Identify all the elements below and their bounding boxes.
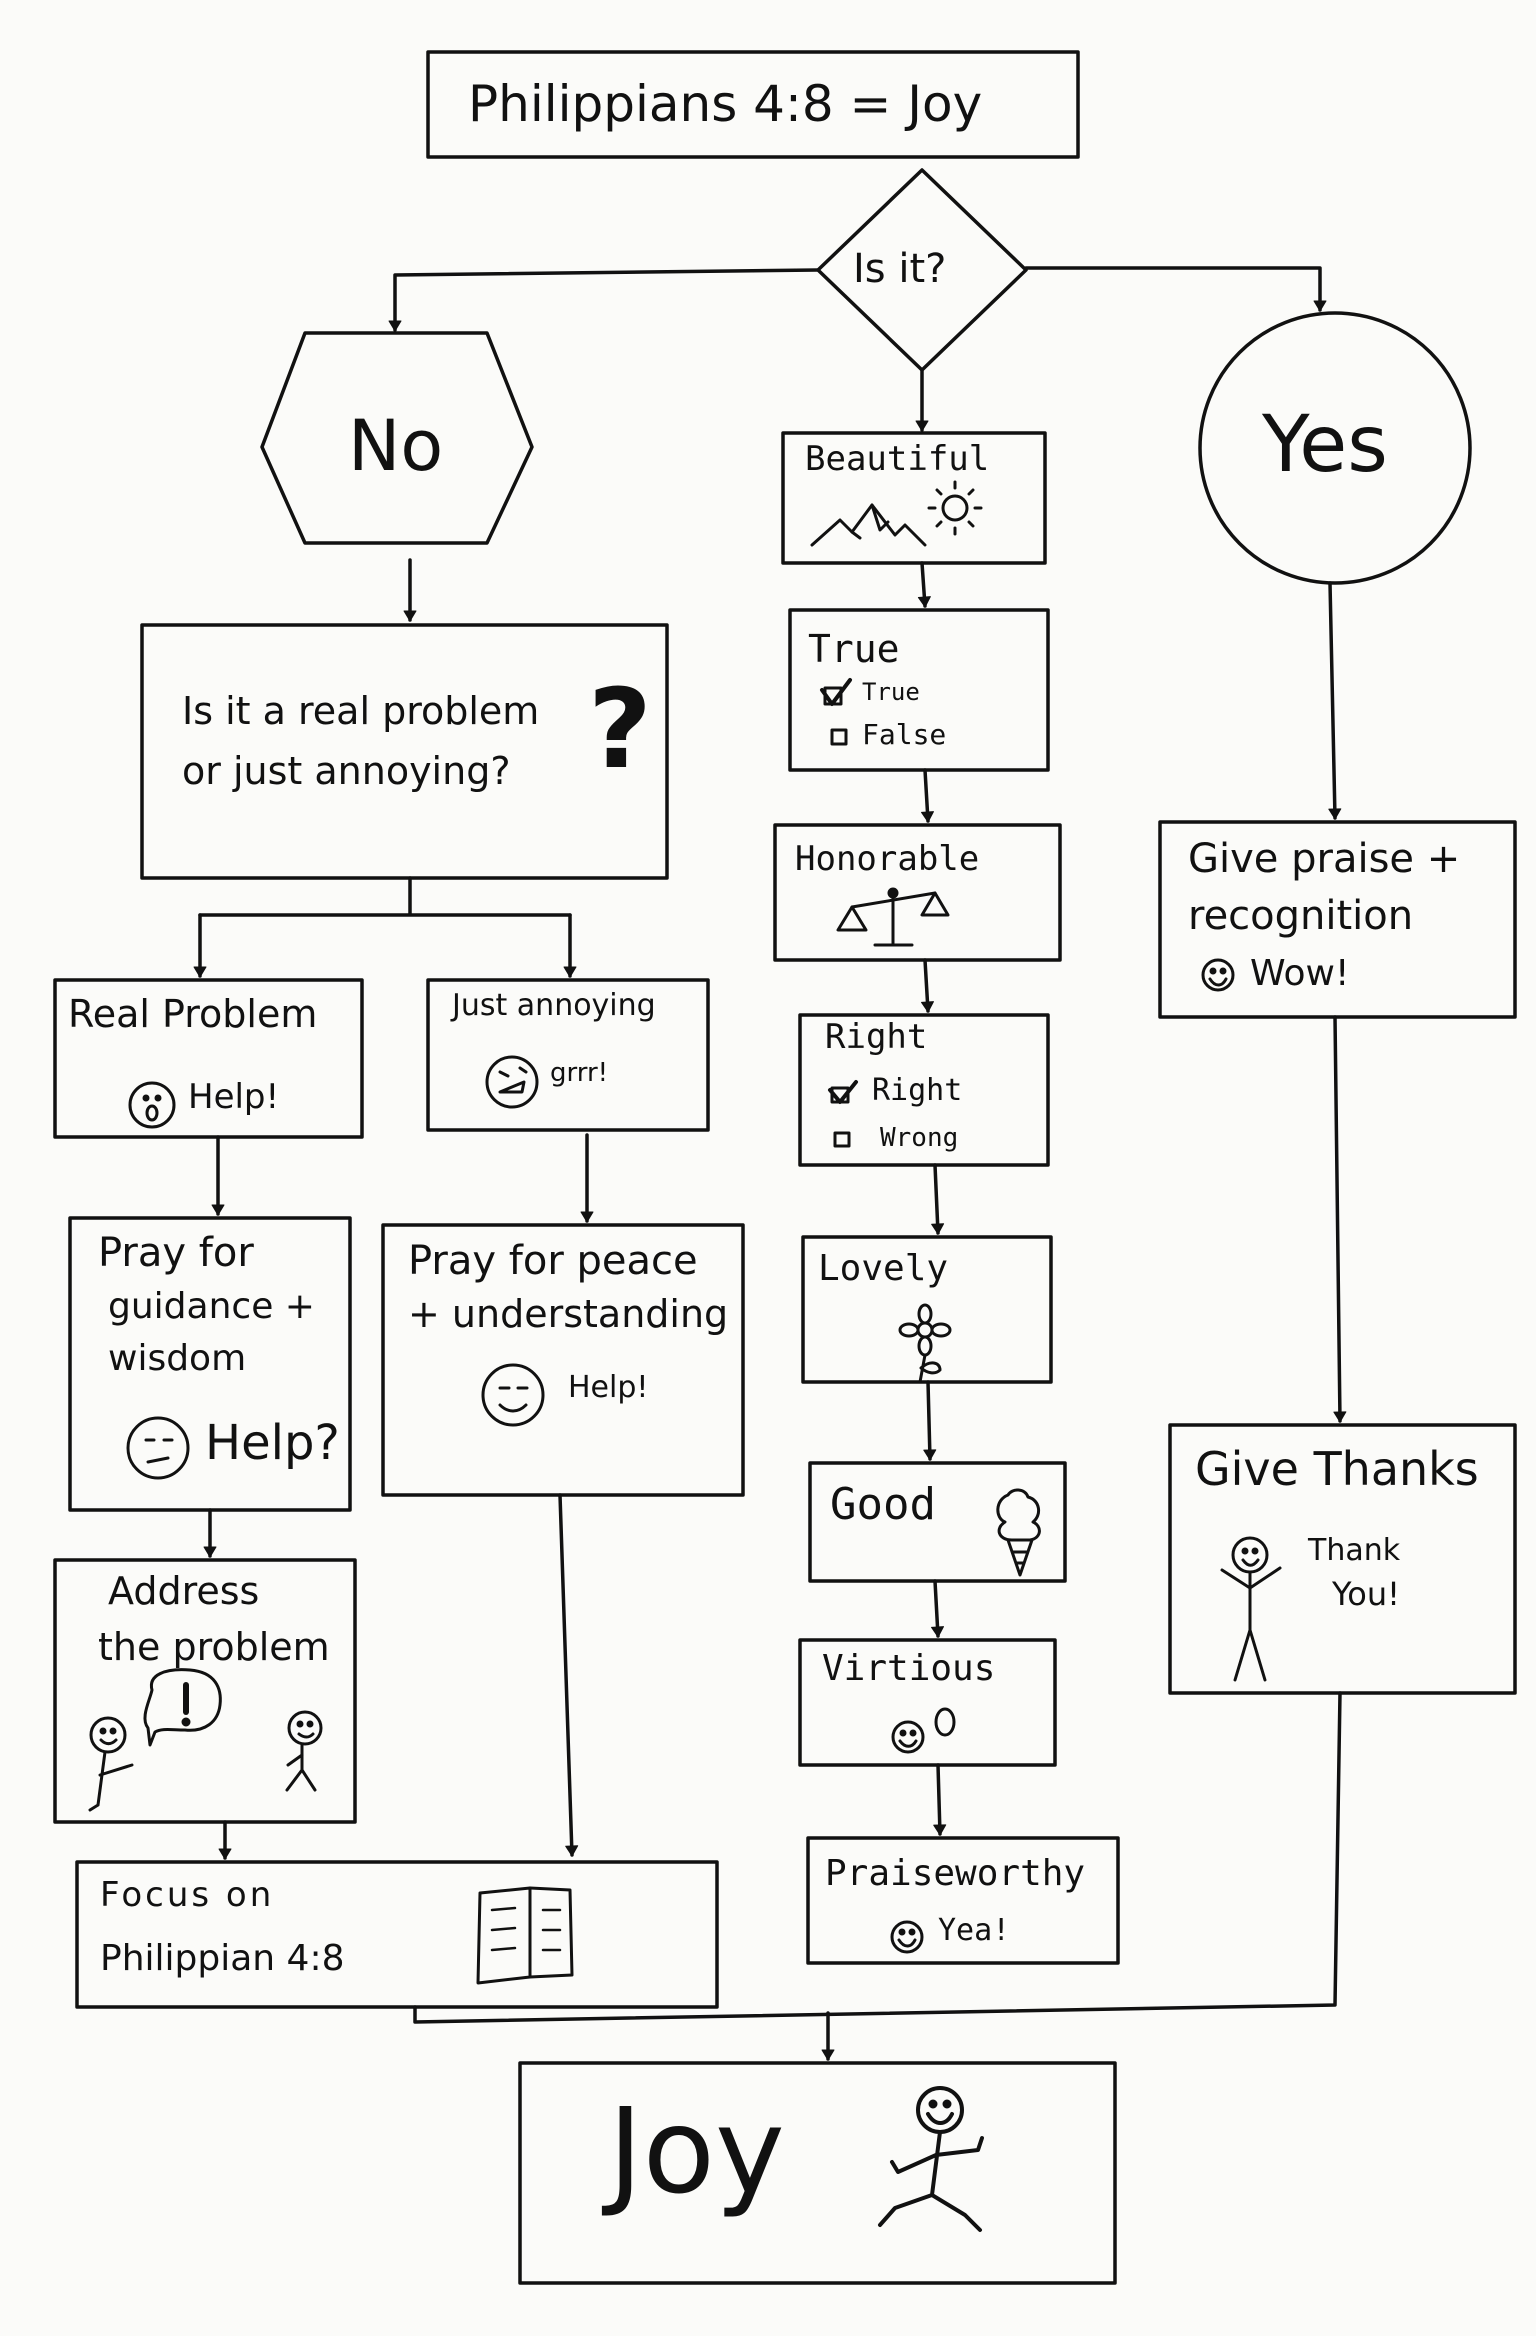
- praise-exclaim: Wow!: [1250, 953, 1350, 994]
- honorable-label: Honorable: [795, 839, 980, 879]
- praiseworthy-exclaim: Yea!: [938, 1913, 1011, 1948]
- connector-decision-no: [388, 268, 820, 332]
- just-annoying-box: [426, 978, 710, 1132]
- connector-question-split: [198, 876, 572, 917]
- praiseworthy-label: Praiseworthy: [825, 1853, 1086, 1894]
- thanks-line2: You!: [1332, 1575, 1400, 1613]
- focus-box: [75, 1860, 719, 2009]
- beautiful-box: [781, 431, 1047, 565]
- stick-figure-icon: [878, 2086, 984, 2232]
- neutral-face-icon: [126, 1416, 190, 1480]
- checkbox-icon: [820, 678, 852, 746]
- stick-figure-icon: [88, 1716, 134, 1812]
- real-problem-label: Real Problem: [68, 992, 318, 1036]
- good-label: Good: [830, 1479, 936, 1530]
- question-box: [140, 623, 669, 880]
- beautiful-label: Beautiful: [805, 439, 990, 479]
- pray-guidance-line1: Pray for: [98, 1230, 254, 1276]
- connector-praise-thanks: [1333, 1015, 1347, 1423]
- smiley-icon: [1201, 958, 1235, 992]
- connector-merge: [413, 1691, 1342, 2024]
- pray-guidance-line3: wisdom: [108, 1338, 247, 1379]
- connector-right-lovely: [931, 1163, 945, 1235]
- lovely-label: Lovely: [818, 1248, 949, 1289]
- virtuous-box: [798, 1638, 1057, 1767]
- real-problem-exclaim: Help!: [188, 1077, 280, 1117]
- scales-icon: [836, 887, 950, 947]
- question-mark: ?: [588, 665, 652, 793]
- address-problem-box: [53, 1558, 357, 1824]
- yes-circle: [1198, 311, 1472, 585]
- question-line1: Is it a real problem: [182, 689, 540, 733]
- connector-decision-yes: [1024, 266, 1327, 312]
- ice-cream-icon: [996, 1488, 1041, 1577]
- focus-line1: Focus on: [100, 1875, 275, 1915]
- decision-label: Is it?: [853, 246, 947, 292]
- pray-peace-line1: Pray for peace: [408, 1238, 698, 1284]
- right-option-right: Right: [872, 1073, 963, 1108]
- annoyed-face-icon: [485, 1055, 539, 1109]
- joy-box: [518, 2061, 1117, 2285]
- speech-bubble-icon: [143, 1668, 222, 1747]
- connector-good-virtuous: [931, 1579, 945, 1638]
- pray-guidance-exclaim: Help?: [205, 1415, 340, 1471]
- connector-peace-focus: [558, 1493, 579, 1857]
- no-label: No: [348, 405, 444, 487]
- no-hexagon: [260, 331, 534, 545]
- address-line1: Address: [108, 1569, 260, 1613]
- flower-icon: [898, 1303, 952, 1384]
- virtuous-label: Virtious: [822, 1648, 996, 1689]
- just-annoying-exclaim: grrr!: [550, 1058, 609, 1088]
- connector-honorable-right: [920, 958, 934, 1013]
- good-box: [808, 1461, 1067, 1583]
- praiseworthy-box: [806, 1836, 1120, 1965]
- pray-guidance-line2: guidance +: [108, 1286, 315, 1327]
- title-box: [426, 50, 1080, 159]
- question-line2: or just annoying?: [182, 749, 511, 793]
- honorable-box: [773, 823, 1062, 962]
- stick-figure-icon: [1220, 1536, 1282, 1682]
- surprised-face-icon: [128, 1081, 176, 1129]
- true-option-false: False: [862, 718, 947, 751]
- stick-figure-icon: [285, 1710, 323, 1792]
- calm-face-icon: [481, 1363, 545, 1427]
- checkbox-icon: [828, 1080, 858, 1148]
- praise-line2: recognition: [1188, 893, 1414, 939]
- right-box: [798, 1013, 1050, 1167]
- yes-label: Yes: [1262, 400, 1388, 490]
- true-box: [788, 608, 1050, 772]
- book-icon: [476, 1886, 574, 1985]
- page-title: Philippians 4:8 = Joy: [468, 75, 983, 133]
- real-problem-box: [53, 978, 364, 1139]
- thanks-label: Give Thanks: [1195, 1442, 1479, 1496]
- true-option-true: True: [862, 678, 920, 706]
- praise-line1: Give praise +: [1188, 836, 1461, 882]
- pray-peace-exclaim: Help!: [568, 1370, 649, 1405]
- smiley-icon: [891, 1707, 956, 1754]
- pray-peace-box: [381, 1223, 745, 1497]
- address-line2: the problem: [98, 1625, 330, 1669]
- just-annoying-label: Just annoying: [452, 988, 656, 1023]
- joy-label: Joy: [608, 2082, 785, 2220]
- mountain-sun-icon: [810, 480, 983, 547]
- smiley-icon: [890, 1920, 924, 1954]
- praise-box: [1158, 820, 1517, 1019]
- thanks-box: [1168, 1423, 1517, 1695]
- right-label: Right: [825, 1017, 928, 1057]
- connector-true-honorable: [920, 768, 934, 823]
- right-option-wrong: Wrong: [880, 1123, 959, 1153]
- focus-line2: Philippian 4:8: [100, 1938, 345, 1979]
- true-label: True: [808, 627, 900, 671]
- pray-peace-line2: + understanding: [408, 1292, 729, 1336]
- thanks-line1: Thank: [1308, 1533, 1401, 1568]
- connector-yes-praise: [1328, 581, 1342, 820]
- connector-beautiful-true: [917, 561, 931, 608]
- connector-lovely-good: [923, 1380, 937, 1461]
- connector-virtuous-praiseworthy: [933, 1763, 947, 1836]
